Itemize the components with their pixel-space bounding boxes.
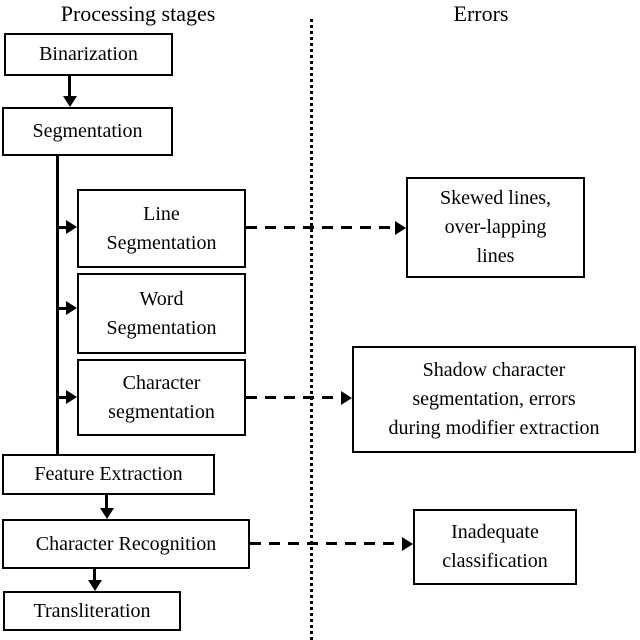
column-header-errors: Errors	[453, 1, 509, 26]
dashed-arrow-character-segmentation-to-errors-stem	[246, 396, 342, 399]
error-box-line-segmentation: Skewed lines, over-lapping lines	[406, 177, 585, 278]
error-box-character-segmentation: Shadow character segmentation, errors du…	[352, 346, 636, 453]
stage-label-character-segmentation: Character segmentation	[108, 371, 215, 423]
arrow-character-recognition-to-transliteration-head-icon	[88, 580, 102, 591]
stage-box-transliteration: Transliteration	[3, 591, 181, 631]
error-label-character-segmentation: Shadow character segmentation, errors du…	[388, 359, 600, 439]
stage-label-binarization: Binarization	[39, 43, 138, 65]
arrow-binarization-to-segmentation-stem	[68, 76, 71, 97]
error-label-line-segmentation: Skewed lines, over-lapping lines	[439, 187, 552, 267]
arrow-feature-extraction-to-character-recognition-stem	[105, 495, 108, 509]
dashed-arrow-line-segmentation-to-errors-stem	[246, 226, 396, 229]
stage-box-binarization: Binarization	[4, 33, 173, 76]
error-label-character-recognition: Inadequate classification	[442, 521, 548, 572]
arrow-trunk-to-word-segmentation-stem	[57, 307, 68, 310]
column-header-processing-stages: Processing stages	[60, 1, 216, 26]
arrow-trunk-to-line-segmentation-head-icon	[66, 220, 77, 234]
stage-label-line-segmentation: Line Segmentation	[106, 202, 217, 254]
stage-label-feature-extraction: Feature Extraction	[34, 463, 183, 485]
arrow-trunk-to-word-segmentation-head-icon	[66, 301, 77, 315]
stage-box-segmentation: Segmentation	[2, 107, 173, 156]
arrow-trunk-to-line-segmentation-stem	[57, 226, 68, 229]
stage-label-segmentation: Segmentation	[32, 120, 143, 142]
dashed-arrow-line-segmentation-to-errors-head-icon	[395, 221, 406, 235]
arrow-feature-extraction-to-character-recognition-head-icon	[100, 508, 114, 519]
stage-box-character-segmentation: Character segmentation	[77, 359, 246, 436]
dashed-arrow-character-segmentation-to-errors-head-icon	[341, 391, 352, 405]
stage-box-line-segmentation: Line Segmentation	[77, 189, 246, 268]
arrow-trunk-to-character-segmentation-head-icon	[66, 390, 77, 404]
dashed-arrow-character-recognition-to-errors-head-icon	[402, 537, 413, 551]
error-box-character-recognition: Inadequate classification	[413, 509, 577, 585]
arrow-trunk-to-character-segmentation-stem	[57, 396, 68, 399]
column-separator-dotted-line	[310, 19, 313, 640]
stage-label-character-recognition: Character Recognition	[35, 532, 217, 555]
arrow-binarization-to-segmentation-head-icon	[63, 96, 77, 107]
stage-label-transliteration: Transliteration	[33, 599, 151, 622]
connector-segmentation-trunk-line	[56, 156, 59, 454]
stage-label-word-segmentation: Word Segmentation	[106, 287, 217, 339]
stage-box-feature-extraction: Feature Extraction	[2, 454, 215, 495]
stage-box-word-segmentation: Word Segmentation	[77, 273, 246, 354]
arrow-character-recognition-to-transliteration-stem	[93, 569, 96, 581]
dashed-arrow-character-recognition-to-errors-stem	[250, 542, 403, 545]
stage-box-character-recognition: Character Recognition	[2, 519, 250, 569]
